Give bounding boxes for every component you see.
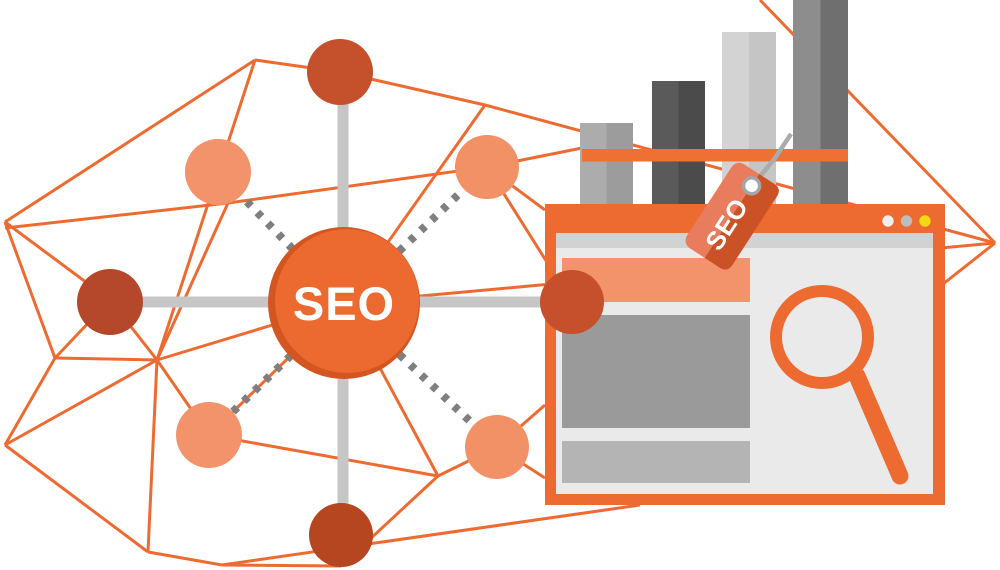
growth-bar-chart [580,0,848,207]
node-top [307,39,373,105]
mesh-line [3,357,57,446]
mesh-line [4,358,158,447]
window-control-2-icon [900,215,913,227]
mesh-line [221,503,641,567]
footer-block [562,441,750,483]
mesh-line [155,59,257,361]
bar-1 [580,123,633,207]
window-control-1-icon [882,215,894,227]
mesh-line [227,165,488,205]
node-bottom-left [176,402,242,468]
node-bottom [309,503,373,567]
bar-2 [652,81,705,207]
node-left [77,269,143,335]
mesh-line [54,356,158,362]
mesh-line [146,359,159,553]
node-right [540,270,604,334]
mesh-line [3,221,57,359]
content-block [562,315,750,428]
node-top-right [455,135,519,199]
mesh-line [221,563,342,568]
magnifier-lens [770,285,874,389]
tag-body-dark [704,174,779,270]
mesh-line [4,443,149,554]
browser-window [545,204,945,505]
hub-main-circle [275,229,419,373]
node-bottom-right [465,415,529,479]
mesh-line [155,202,230,361]
node-top-left [185,139,251,205]
tag-hole [741,176,762,196]
satellite-nodes [77,39,529,567]
mesh-line [4,201,229,230]
mesh-line [208,433,439,478]
window-control-3-icon [919,215,931,227]
magnifier-icon [770,285,909,485]
highlight-band [582,149,848,162]
seo-price-tag: SEO [685,132,793,270]
seo-hub: SEO [268,227,420,379]
bar-4 [793,0,848,207]
mesh-line [937,241,996,290]
mesh-line [147,550,223,567]
magnifier-handle [848,367,909,485]
hub-label: SEO [293,277,395,330]
mesh-line [4,58,256,224]
